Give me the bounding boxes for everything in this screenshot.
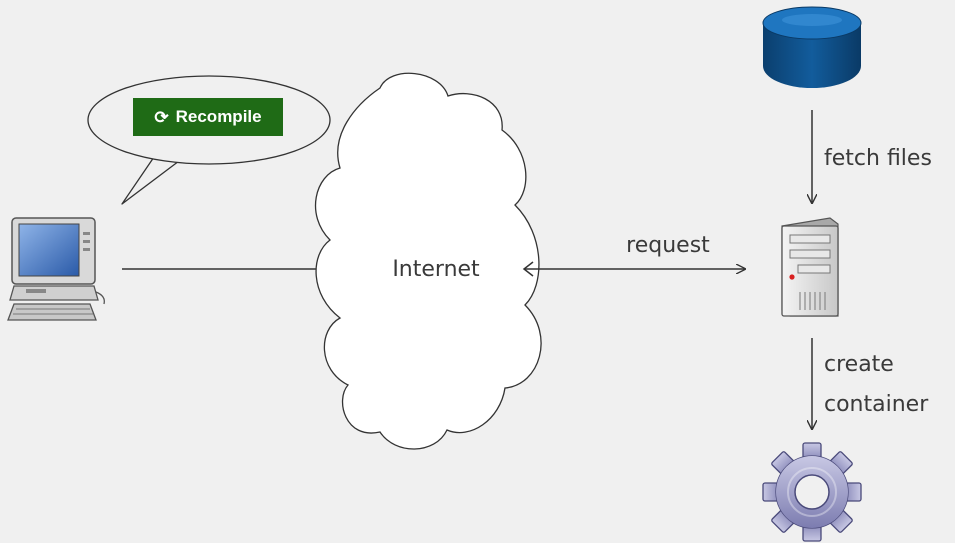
internet-label: Internet [392, 257, 480, 282]
refresh-icon: ⟳ [154, 107, 169, 127]
speech-bubble [87, 75, 331, 205]
container-label: container [824, 392, 929, 417]
database-icon [762, 6, 862, 88]
internet-cloud: Internet [314, 72, 542, 450]
desktop-computer-icon [7, 217, 105, 321]
recompile-button[interactable]: ⟳ Recompile [133, 98, 283, 136]
gear-icon [762, 442, 862, 542]
recompile-label: Recompile [175, 107, 262, 126]
create-label: create [824, 352, 894, 377]
request-label: request [626, 233, 710, 258]
server-icon [781, 217, 839, 317]
fetch-files-label: fetch files [824, 146, 932, 171]
